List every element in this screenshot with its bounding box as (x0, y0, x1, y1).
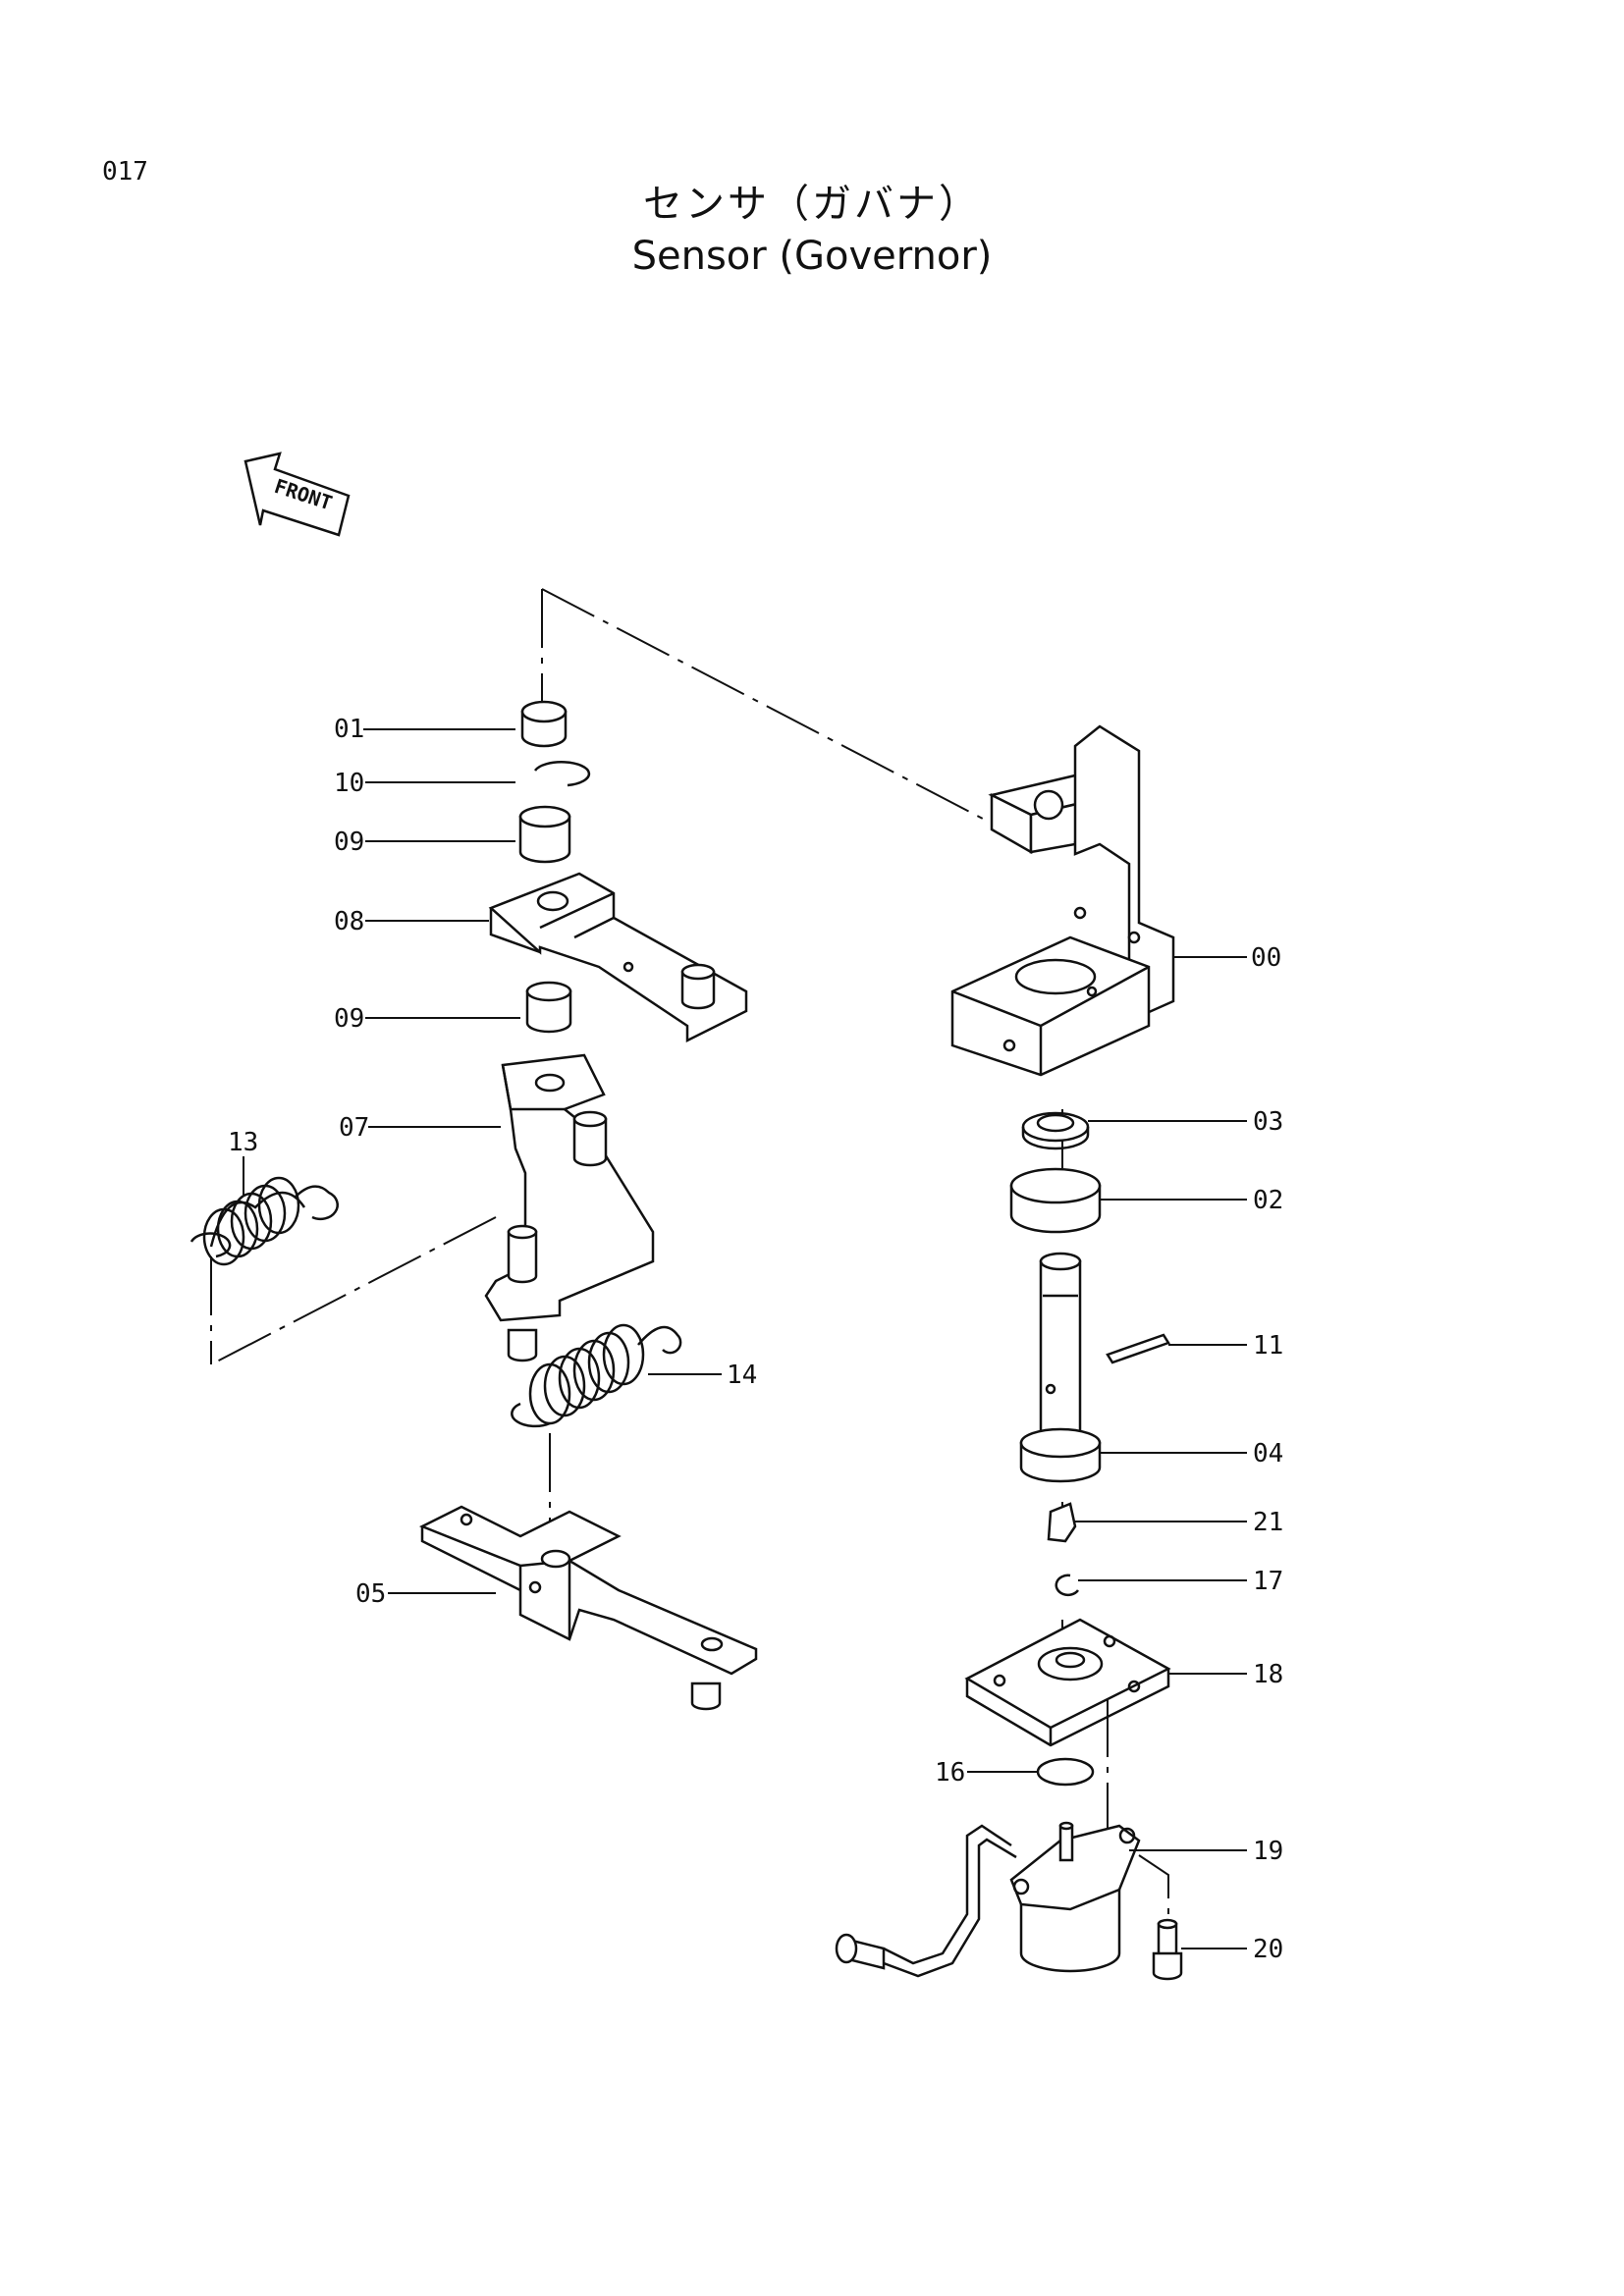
part-00-bracket (950, 724, 1175, 1077)
callout-05: 05 (355, 1579, 386, 1609)
part-02-bushing (1009, 1167, 1102, 1234)
part-21-coupling (1047, 1502, 1077, 1543)
callout-21: 21 (1253, 1508, 1283, 1537)
leader-lines (243, 728, 1247, 1949)
part-13-spring (189, 1176, 339, 1266)
callout-02: 02 (1253, 1186, 1283, 1215)
title-english: Sensor (Governor) (631, 234, 993, 279)
part-09-bushing-lower (525, 981, 572, 1034)
part-18-plate (964, 1618, 1171, 1747)
callout-13: 13 (228, 1128, 258, 1157)
part-04-shaft (1019, 1252, 1102, 1483)
callout-03: 03 (1253, 1107, 1283, 1137)
part-09-bushing-upper (518, 805, 571, 864)
part-08-lever (488, 872, 748, 1043)
callout-07: 07 (339, 1113, 369, 1143)
callout-16: 16 (935, 1758, 965, 1788)
part-20-bolt (1152, 1918, 1183, 1981)
callout-18: 18 (1253, 1660, 1283, 1689)
page-number: 017 (102, 157, 148, 187)
part-03-seal (1021, 1111, 1090, 1150)
callout-09-upper: 09 (334, 828, 364, 857)
part-05-lever (418, 1505, 758, 1711)
part-01-cap (520, 700, 568, 748)
part-11-pin (1106, 1333, 1170, 1364)
callout-17: 17 (1253, 1567, 1283, 1596)
callout-00: 00 (1251, 943, 1281, 973)
callout-09-lower: 09 (334, 1004, 364, 1034)
part-10-eclip (533, 761, 591, 787)
part-16-oring (1036, 1757, 1095, 1787)
part-17-clip (1055, 1574, 1080, 1597)
title-japanese: センサ（ガバナ） (643, 182, 981, 227)
front-arrow-icon: FRONT (244, 452, 351, 537)
part-07-arm (484, 1053, 655, 1362)
callout-08: 08 (334, 907, 364, 936)
callout-10: 10 (334, 769, 364, 798)
callout-04: 04 (1253, 1439, 1283, 1468)
part-14-spring (511, 1323, 682, 1428)
callout-14: 14 (727, 1361, 757, 1390)
callout-11: 11 (1253, 1331, 1283, 1361)
callout-19: 19 (1253, 1837, 1283, 1866)
part-19-solenoid (835, 1821, 1141, 1978)
callout-20: 20 (1253, 1935, 1283, 1964)
callout-01: 01 (334, 715, 364, 744)
